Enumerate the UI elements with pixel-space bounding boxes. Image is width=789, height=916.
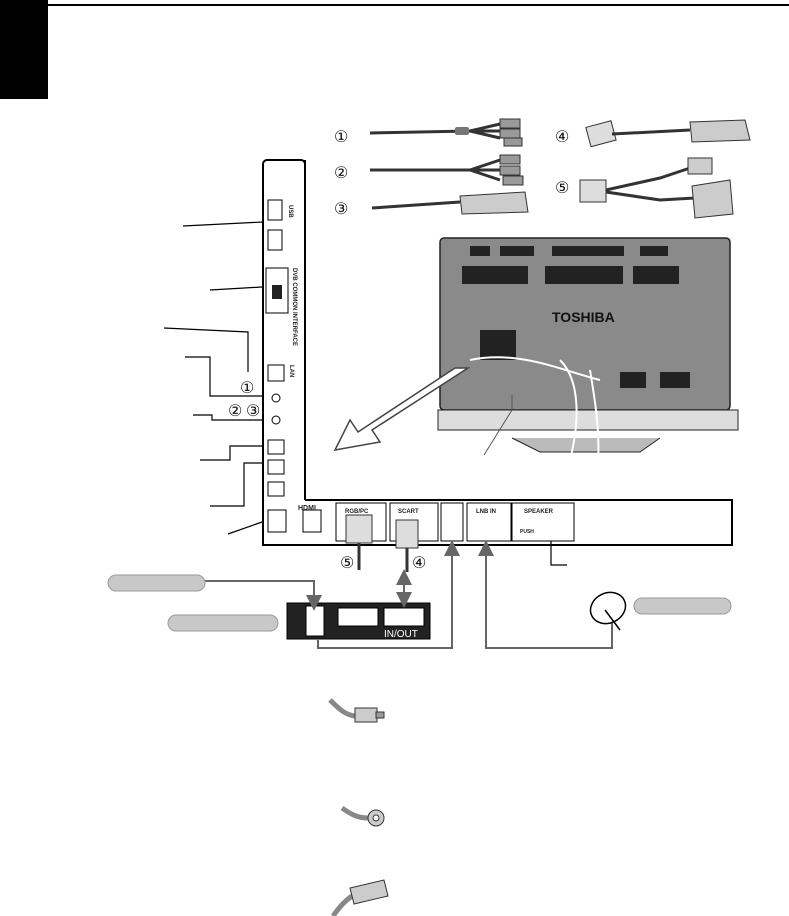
- recorder-device: IN/OUT: [286, 602, 431, 640]
- hdmi-side-port: [267, 481, 285, 497]
- lnb-in-label: LNB IN: [476, 509, 496, 515]
- lan-label: LAN: [288, 365, 294, 377]
- page-side-tab: [0, 0, 48, 99]
- bottom-connector-panel: HDMI RGB/PC SCART LNB IN SPEAKER PUSH: [262, 499, 733, 546]
- rgb-pc-label: RGB/PC: [345, 509, 369, 515]
- lan-port: [267, 364, 285, 382]
- cable-4-number: ④: [555, 129, 569, 146]
- rf-plug-icon: [328, 698, 385, 723]
- side-connector-panel: USB DVB COMMON INTERFACE LAN: [262, 159, 306, 546]
- common-interface-label: DVB COMMON INTERFACE: [291, 268, 297, 346]
- cable-5-callout: ⑤: [340, 555, 354, 572]
- signal-lines: [205, 540, 613, 649]
- callout-pill-satellite: [633, 597, 732, 615]
- hdmi-1-port: [302, 509, 322, 533]
- cable-3-icon: ③: [334, 191, 529, 218]
- callout-leaders: [163, 221, 567, 566]
- scart-plug-icon: [330, 879, 389, 916]
- recorder-in-out-label: IN/OUT: [384, 629, 418, 640]
- side-cable-2-number: ②: [228, 403, 242, 420]
- speaker-label: SPEAKER: [524, 509, 554, 515]
- scart-inserted-plug-icon: ④: [395, 519, 426, 572]
- lnb-in-port: [466, 502, 512, 542]
- header-rule: [48, 4, 789, 6]
- rgb-plug-icon: ⑤: [340, 514, 373, 572]
- usb-port-1: [267, 199, 283, 221]
- cable-4-callout: ④: [412, 555, 426, 572]
- antenna-in-port: [440, 502, 464, 542]
- cable-5-icon: ⑤: [555, 157, 734, 219]
- usb-label: USB: [287, 205, 293, 218]
- callout-pill-recorder: [167, 614, 279, 632]
- push-label: PUSH: [520, 529, 534, 535]
- cable-2-icon: ②: [334, 154, 524, 186]
- cable-2-number: ②: [334, 165, 348, 182]
- cable-1-icon: ①: [334, 118, 523, 147]
- usb-port-2: [267, 229, 283, 251]
- speaker-terminal: [511, 502, 575, 542]
- cable-5-number: ⑤: [555, 180, 569, 197]
- zoom-arrow-icon: [333, 367, 471, 451]
- cable-3-number: ③: [334, 201, 348, 218]
- cable-4-icon: ④: [555, 119, 751, 148]
- cable-1-number: ①: [334, 129, 348, 146]
- satellite-dish-icon: [589, 591, 627, 631]
- callout-pill-recorder-rf: [107, 574, 206, 592]
- side-cable-3-number: ③: [246, 403, 260, 420]
- tv-rear-illustration: TOSHIBA: [437, 237, 739, 466]
- side-cable-1-number: ①: [240, 380, 254, 397]
- hdmi-2-port: [267, 509, 287, 533]
- scart-label: SCART: [398, 509, 419, 515]
- hdmi-label: HDMI: [298, 505, 316, 512]
- satellite-f-plug-icon: [340, 805, 385, 827]
- brand-logo: TOSHIBA: [552, 309, 615, 325]
